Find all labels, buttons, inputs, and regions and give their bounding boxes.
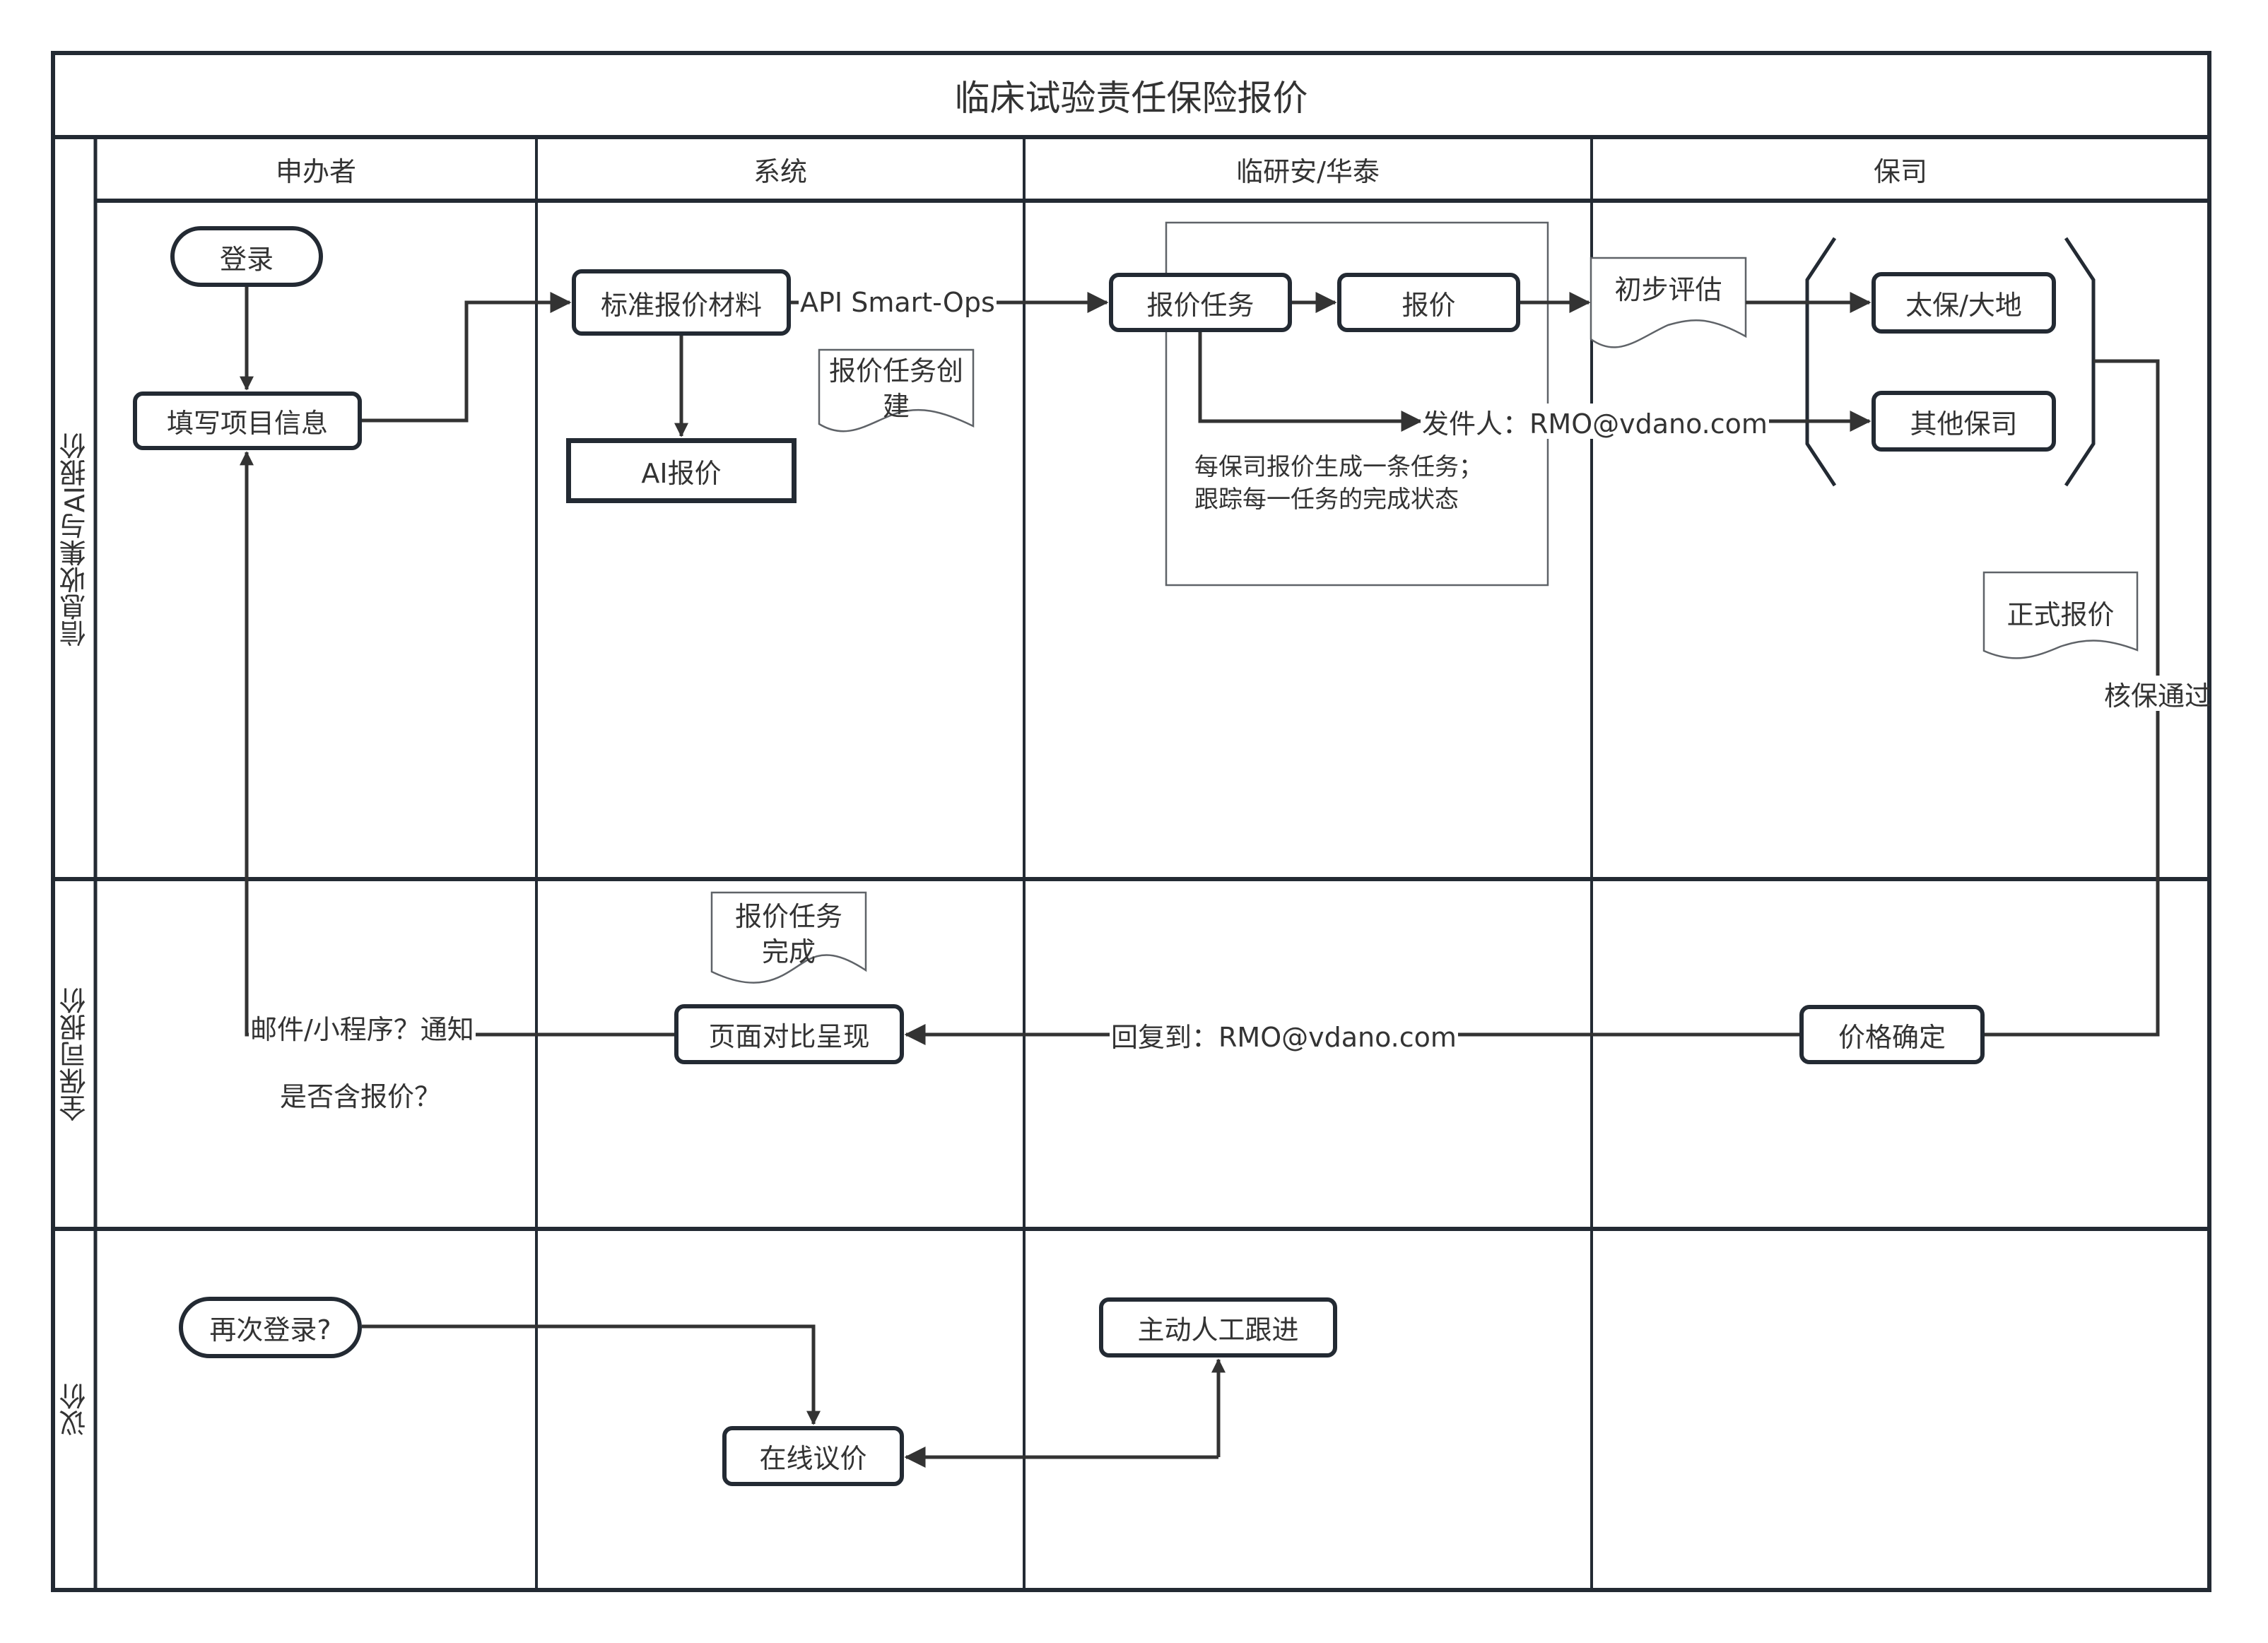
doc-task-completed-text: 报价任务 完成 — [712, 899, 866, 970]
doc-formal-quote — [1982, 571, 2139, 659]
lane-label: 议价 — [59, 1382, 90, 1437]
node-online-negotiation[interactable]: 在线议价 — [722, 1426, 904, 1486]
label-includes-quote: 是否含报价？ — [279, 1080, 441, 1112]
column-header-sponsor: 申办者 — [275, 155, 356, 187]
node-taibao-dadi[interactable]: 太保/大地 — [1872, 272, 2056, 334]
column-header-insurer: 保司 — [1873, 155, 1927, 187]
note-line: 每保司报价生成一条任务； — [1194, 453, 1483, 481]
node-quote-task[interactable]: 报价任务 — [1109, 273, 1292, 332]
lane-label: 全保司报价 — [59, 987, 90, 1121]
lane-negotiation: 议价 — [53, 1229, 95, 1590]
doc-line: 报价任务创 — [828, 355, 963, 387]
doc-initial-assessment — [1590, 257, 1747, 348]
doc-formal-quote-text: 正式报价 — [1984, 587, 2137, 643]
note-task-tracking: 每保司报价生成一条任务； 跟踪每一任务的完成状态 — [1194, 451, 1534, 522]
doc-task-completed — [710, 891, 867, 984]
node-standard-materials[interactable]: 标准报价材料 — [572, 269, 791, 336]
node-manual-followup[interactable]: 主动人工跟进 — [1099, 1297, 1337, 1358]
lane-info-collection: 信息收集与AI报价 — [53, 201, 95, 879]
edge-label-underwriting-passed: 核保通过 — [2104, 676, 2211, 712]
column-header-cro: 临研安/华泰 — [1236, 155, 1380, 187]
bracket-left — [1805, 237, 1837, 487]
node-other-insurers[interactable]: 其他保司 — [1872, 391, 2056, 452]
edge-task-to-sender — [1198, 332, 1423, 432]
lane-label: 信息收集与AI报价 — [59, 432, 90, 647]
edge-fill-to-standard — [362, 292, 572, 423]
lane-all-insurer-quote: 全保司报价 — [53, 879, 95, 1229]
node-quote[interactable]: 报价 — [1337, 273, 1520, 332]
note-line: 跟踪每一任务的完成状态 — [1194, 485, 1459, 514]
node-login[interactable]: 登录 — [170, 226, 323, 287]
doc-line: 完成 — [761, 936, 816, 967]
bracket-right — [2064, 237, 2096, 487]
doc-line: 报价任务 — [734, 901, 842, 932]
edge-label-notify: 邮件/小程序？通知 — [249, 1009, 476, 1045]
node-relogin[interactable]: 再次登录? — [179, 1297, 362, 1358]
edge-label-sender: 发件人：RMO@vdano.com — [1421, 404, 1769, 440]
edge-label-reply-to: 回复到：RMO@vdano.com — [1110, 1017, 1458, 1053]
edge-compare-to-fill — [240, 451, 674, 1037]
node-price-confirm[interactable]: 价格确定 — [1799, 1005, 1985, 1064]
doc-line: 建 — [882, 391, 910, 422]
edge-relogin-to-negotiation — [362, 1324, 821, 1425]
frame — [51, 51, 2211, 1592]
outer-border — [51, 51, 2211, 1592]
doc-line: 正式报价 — [2006, 599, 2115, 630]
doc-line: 初步评估 — [1614, 274, 1722, 305]
node-fill-project-info[interactable]: 填写项目信息 — [133, 391, 362, 450]
edge-label-api: API Smart-Ops — [799, 285, 997, 320]
doc-initial-assessment-text: 初步评估 — [1591, 261, 1746, 318]
column-header-system: 系统 — [753, 155, 807, 187]
doc-task-created — [818, 348, 975, 432]
doc-task-created-text: 报价任务创 建 — [819, 353, 973, 424]
page-title: 临床试验责任保险报价 — [954, 77, 1308, 119]
node-page-compare[interactable]: 页面对比呈现 — [674, 1004, 904, 1064]
node-ai-quote[interactable]: AI报价 — [566, 438, 797, 503]
